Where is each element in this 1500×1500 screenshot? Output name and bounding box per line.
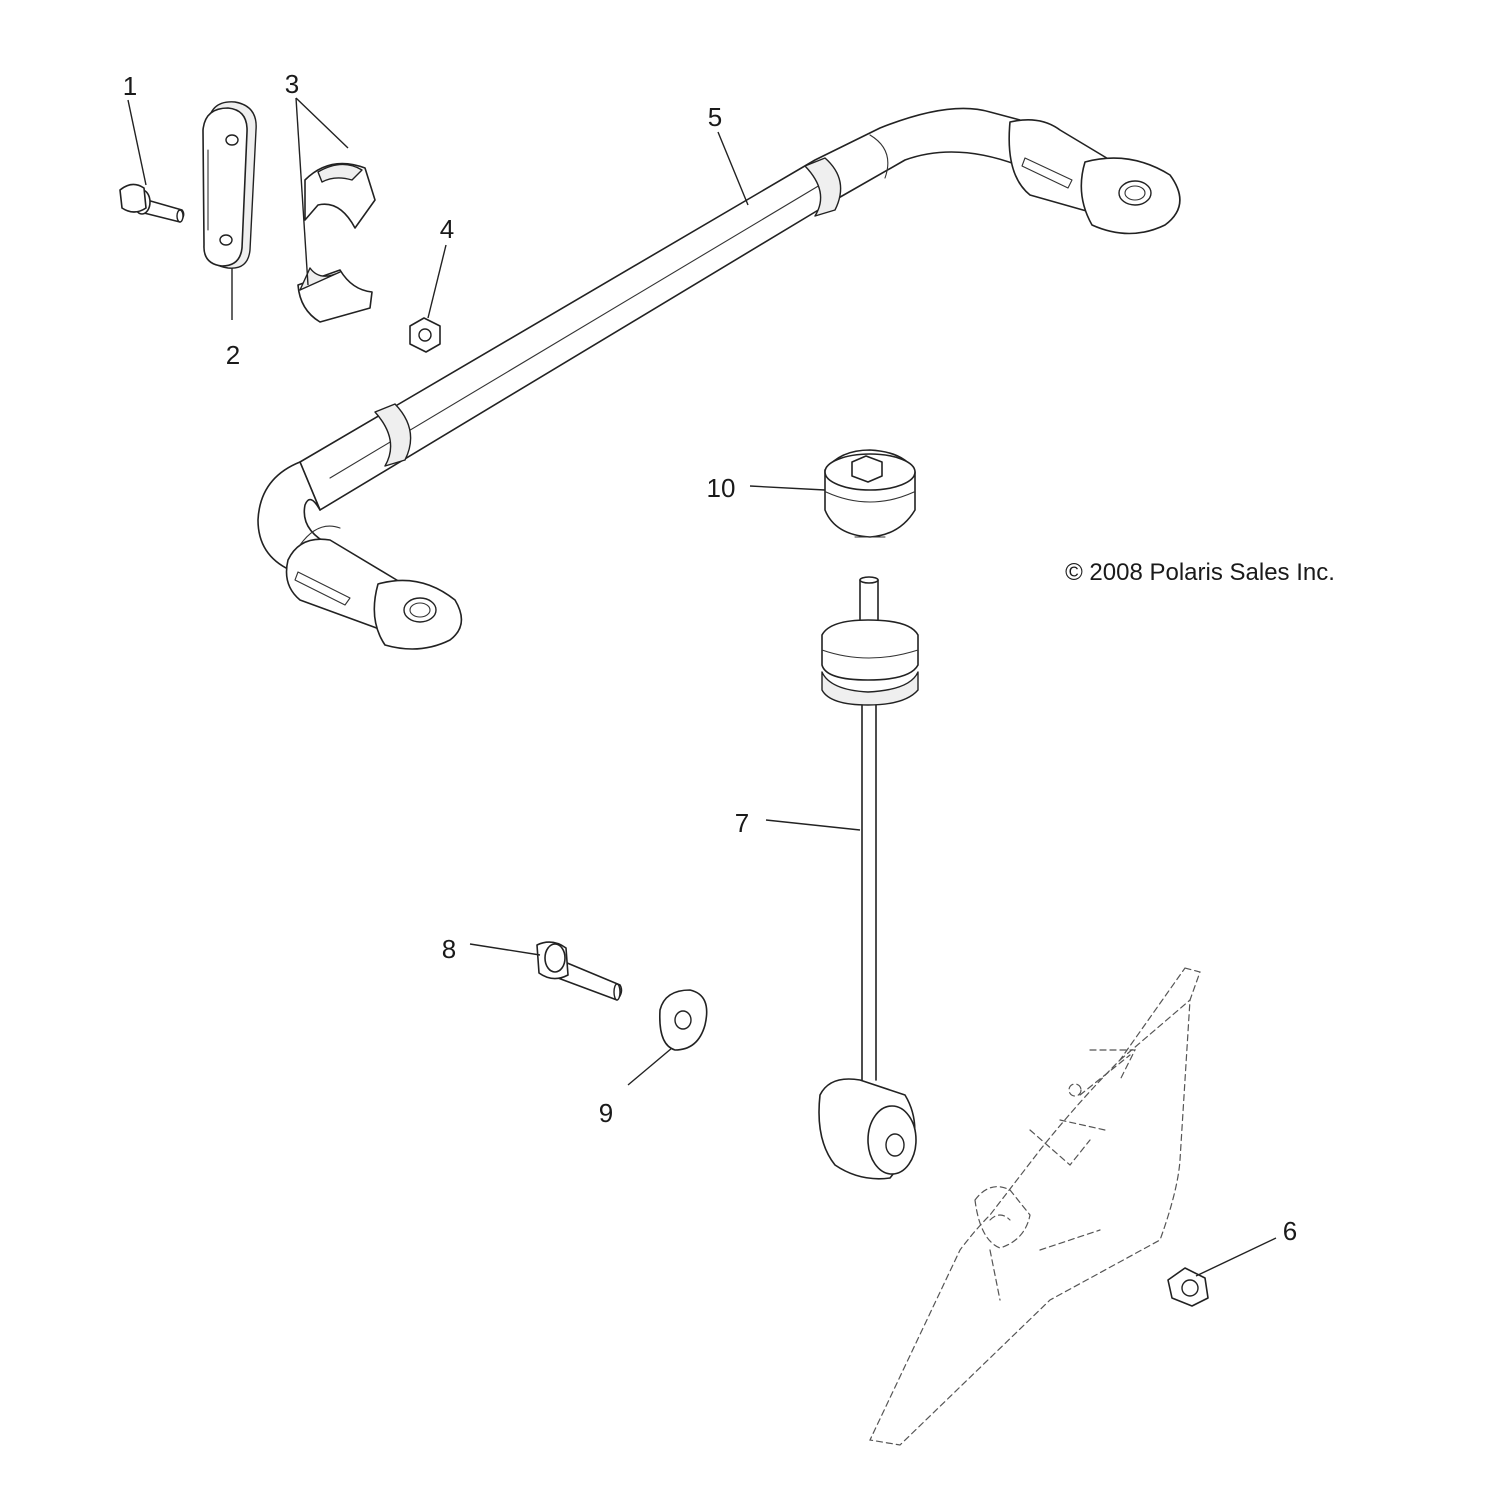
callout-7: 7: [735, 808, 749, 838]
callout-2: 2: [226, 340, 240, 370]
bolt-1: [119, 183, 185, 223]
callout-6: 6: [1283, 1216, 1297, 1246]
copyright-notice: © 2008 Polaris Sales Inc.: [1065, 559, 1335, 586]
callout-5: 5: [708, 102, 722, 132]
callout-4: 4: [440, 214, 454, 244]
callout-3: 3: [285, 69, 299, 99]
washer-9: [658, 989, 708, 1051]
callout-8: 8: [442, 934, 456, 964]
stabilizer-link-7: [818, 576, 919, 1180]
leader-lines: [127, 97, 1277, 1277]
bolt-8: [536, 941, 623, 1001]
nut-4: [409, 317, 441, 353]
callout-1: 1: [123, 71, 137, 101]
callout-10: 10: [707, 473, 736, 503]
clamp-plate-2: [202, 101, 257, 269]
callout-labels: 1 2 3 4 5 6 7 8 9 10: [123, 69, 1297, 1246]
nut-6: [1167, 1267, 1209, 1307]
frame-phantom: [869, 967, 1201, 1446]
bushing-halves-3: [297, 162, 376, 323]
callout-9: 9: [599, 1098, 613, 1128]
stabilizer-bar: [257, 107, 1181, 650]
bushing-cap-10: [824, 449, 916, 538]
